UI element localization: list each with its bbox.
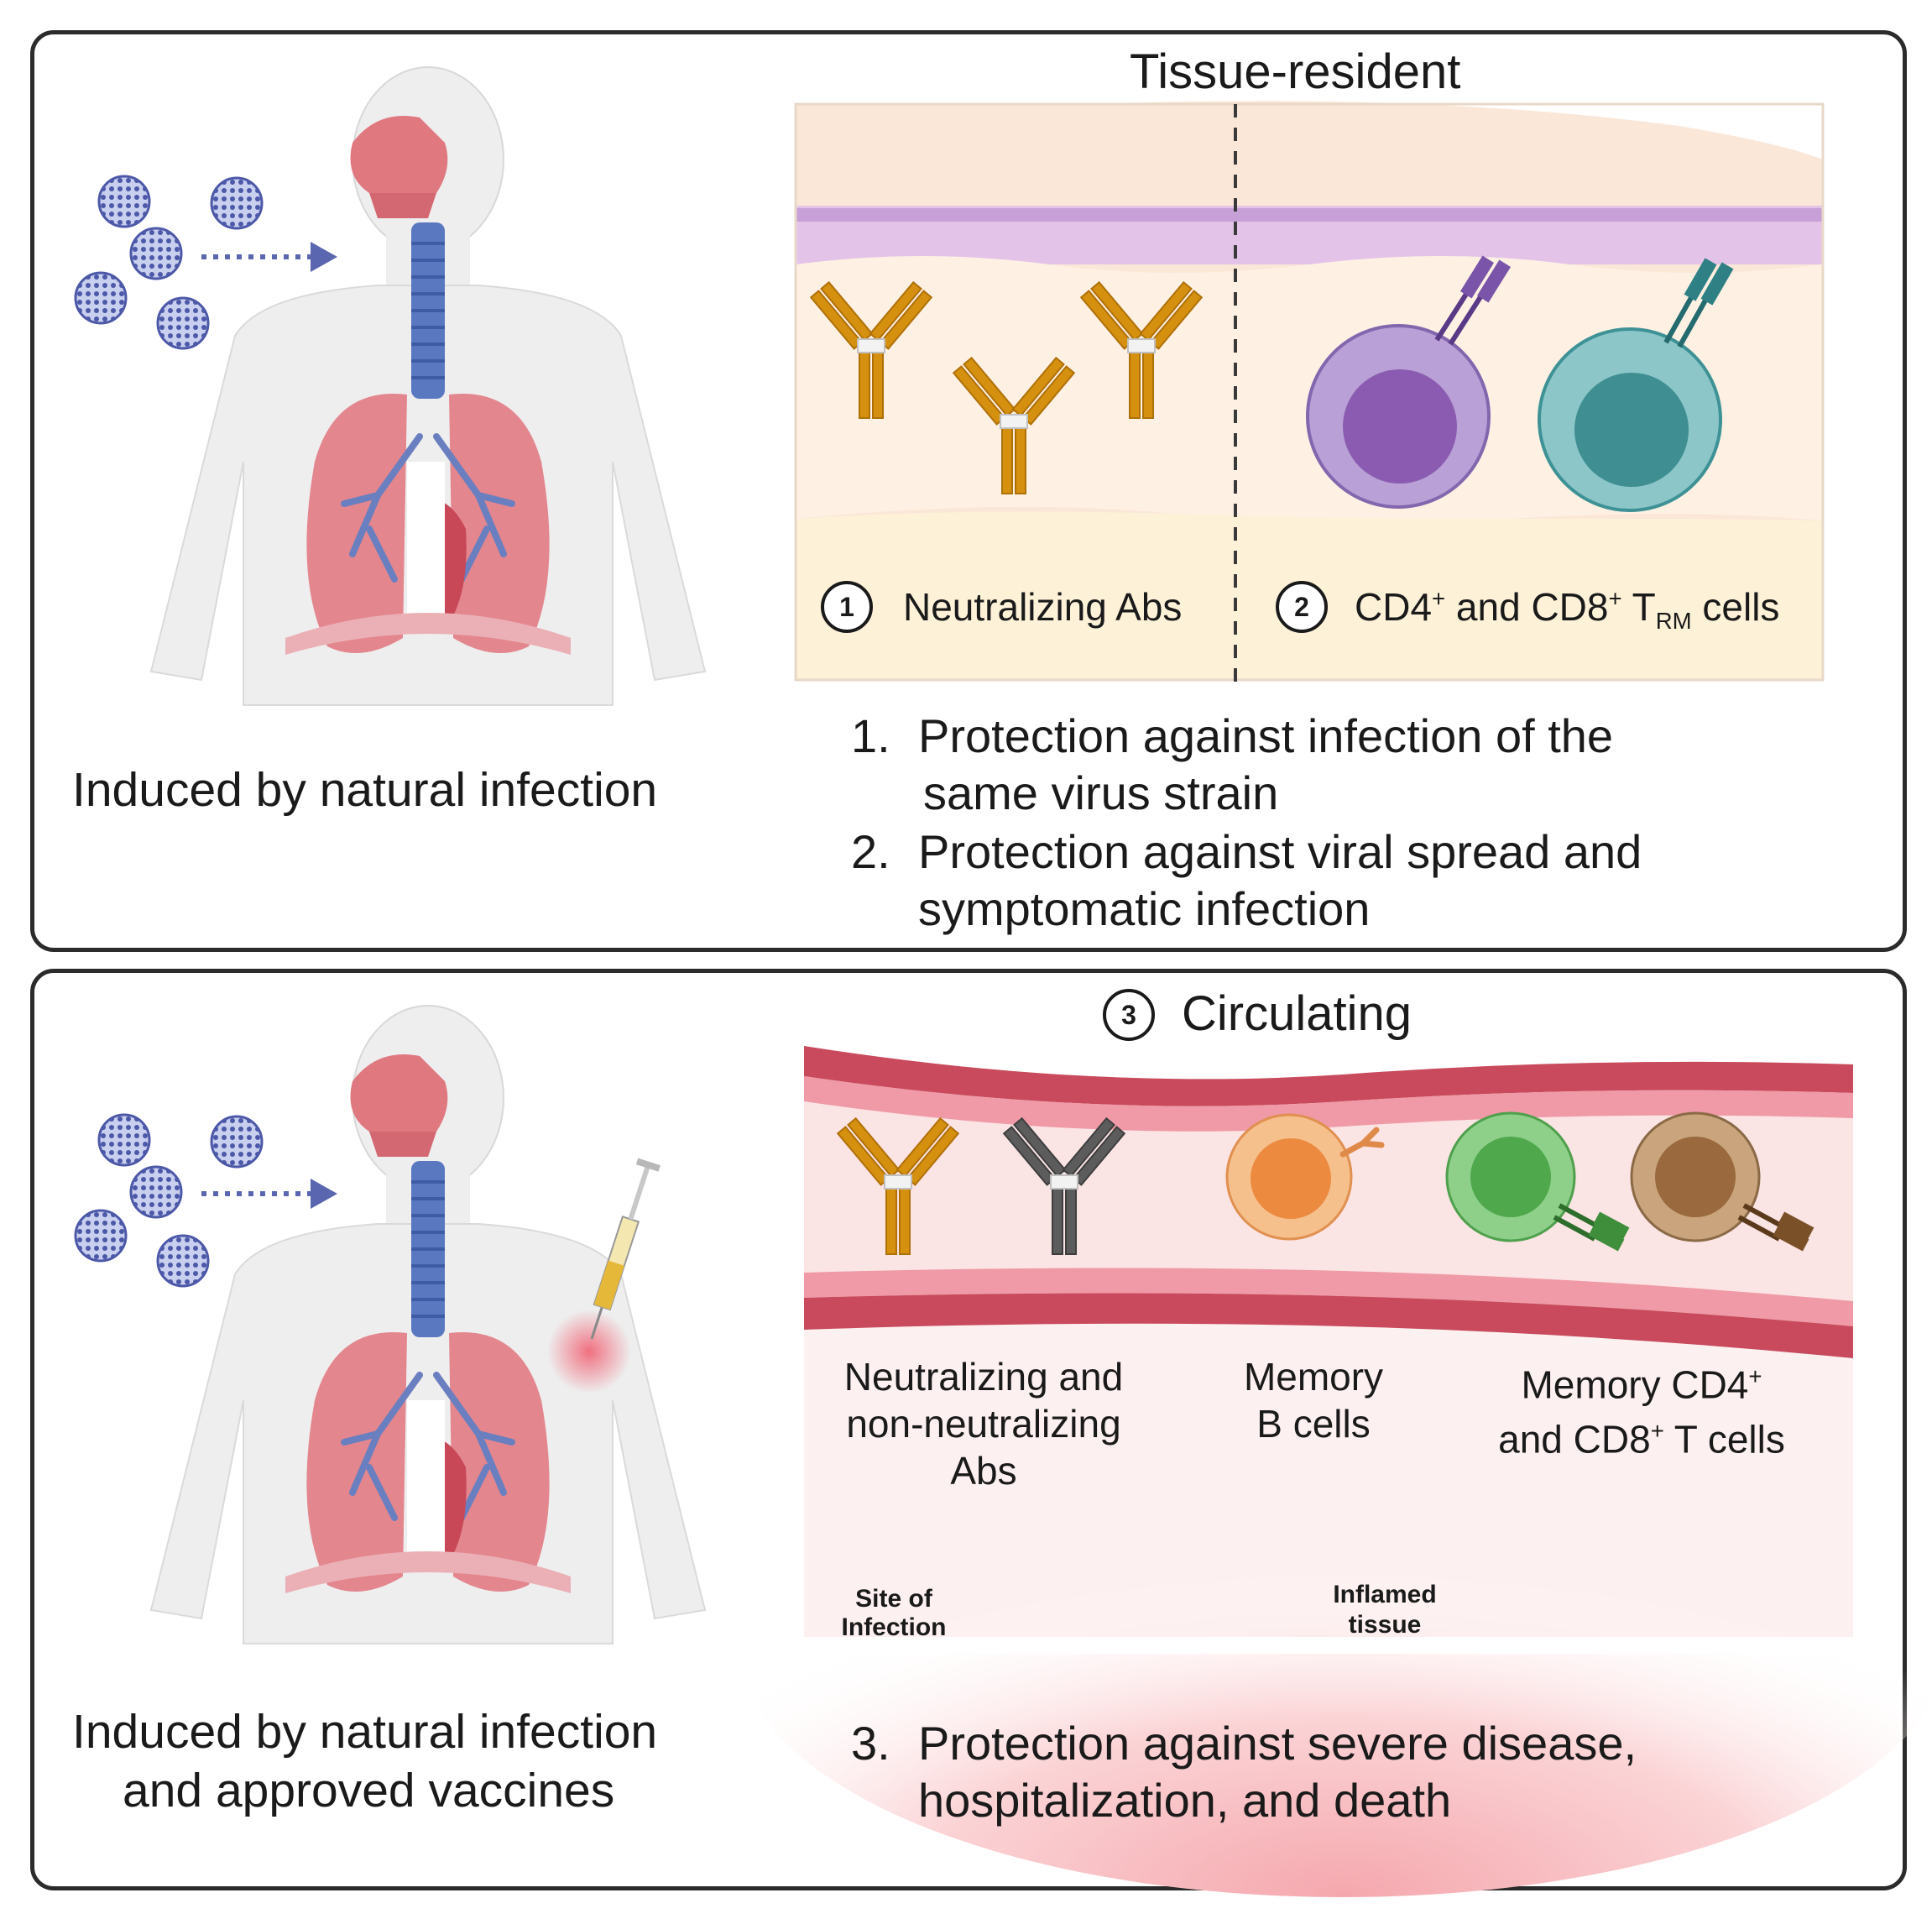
- site-of-infection-label: Site of Infection: [841, 1585, 947, 1641]
- abs-label: Neutralizing and non-neutralizing Abs: [843, 1355, 1124, 1493]
- virus-icon: [156, 1234, 210, 1288]
- neutralizing-abs-label: Neutralizing Abs: [903, 585, 1183, 629]
- trm-cells-label: CD4+ and CD8+ TRM cells: [1355, 585, 1780, 635]
- injection-site: [547, 1310, 631, 1393]
- list-item-1-line2: same virus strain: [923, 766, 1279, 819]
- memory-b-cells-label: Memory B cells: [1243, 1355, 1384, 1446]
- arrow-head-icon: [311, 1179, 337, 1209]
- label-2-number: 2: [1276, 581, 1328, 633]
- cd8-trm-cell: [1538, 258, 1734, 512]
- memory-cd4-t-cell: [1445, 1111, 1630, 1252]
- list-item-3-line1: Protection against severe disease,: [918, 1717, 1637, 1770]
- list-item-2-number: 2.: [851, 825, 890, 878]
- human-body-icon: [151, 1006, 705, 1644]
- list-item-3-number: 3.: [851, 1717, 890, 1770]
- virus-icon: [210, 1115, 264, 1169]
- memory-cd8-t-cell: [1630, 1111, 1815, 1252]
- list-item-2-line1: Protection against viral spread and: [918, 825, 1642, 878]
- list-item-1-number: 1.: [851, 709, 890, 762]
- virus-icon: [74, 1209, 128, 1263]
- arrow-head-icon: [311, 242, 337, 272]
- list-item-2-line2: symptomatic infection: [918, 882, 1371, 935]
- tissue-resident-title: Tissue-resident: [1130, 44, 1461, 99]
- label-3-number: 3: [1103, 989, 1155, 1041]
- list-item-1-line1: Protection against infection of the: [918, 709, 1614, 762]
- natural-infection-caption: Induced by natural infection: [72, 763, 658, 817]
- circulating-title: Circulating: [1182, 986, 1412, 1041]
- caption-line1: Induced by natural infection: [72, 1705, 658, 1759]
- list-item-3-line2: hospitalization, and death: [918, 1774, 1452, 1827]
- virus-icon: [129, 1165, 183, 1219]
- memory-t-cells-label: Memory CD4+ and CD8+ T cells: [1498, 1362, 1785, 1461]
- label-1-number: 1: [821, 581, 873, 633]
- virus-icon: [97, 1113, 151, 1167]
- inflamed-tissue-label: Inflamed tissue: [1333, 1581, 1437, 1639]
- memory-b-cell: [1225, 1113, 1385, 1241]
- syringe-icon: [590, 1158, 661, 1340]
- cd4-trm-cell: [1306, 255, 1512, 509]
- caption-line2: and approved vaccines: [123, 1764, 615, 1817]
